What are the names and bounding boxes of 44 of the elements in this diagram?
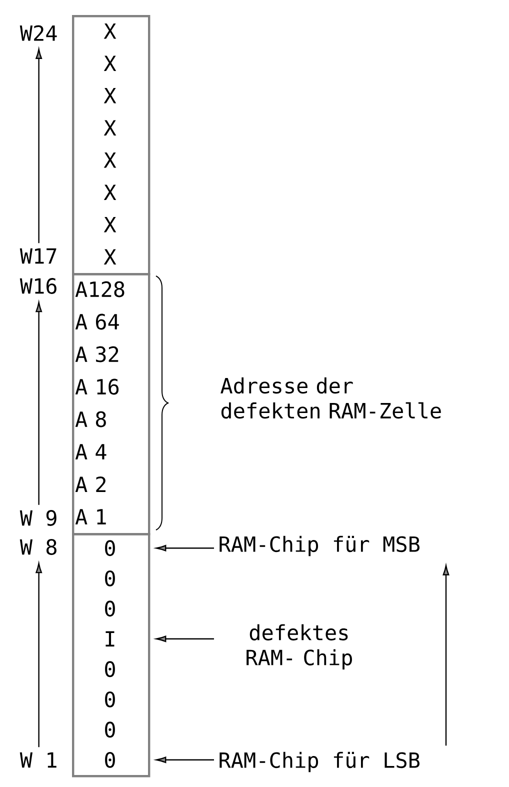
memory-section xyxy=(72,273,150,536)
cell-value: X xyxy=(104,184,116,200)
cell-value: A 32 xyxy=(75,346,118,362)
cell-value: 0 xyxy=(105,661,115,678)
text-label: W 8 xyxy=(20,539,56,555)
text-label: defektes RAM- Chip xyxy=(246,624,352,670)
cell-value: 0 xyxy=(105,752,115,768)
cell-value: 0 xyxy=(105,540,115,556)
cell-value: X xyxy=(104,56,116,72)
arrow xyxy=(156,756,214,764)
arrow xyxy=(36,302,42,505)
text-label: RAM-Chip für MSB xyxy=(220,536,420,556)
arrow xyxy=(156,636,214,642)
arrow xyxy=(442,565,450,746)
cell-value: 0 xyxy=(105,722,115,738)
cell-value: X xyxy=(104,120,116,136)
text-label: W 9 xyxy=(20,510,56,526)
text-label: W 1 xyxy=(20,752,56,768)
brace-label: Adresse der defekten RAM-Zelle xyxy=(220,377,441,419)
cell-value: 0 xyxy=(105,600,115,617)
text-label: W24 xyxy=(20,25,57,41)
arrow xyxy=(156,544,214,552)
cell-value: 0 xyxy=(105,570,115,586)
cell-value: X xyxy=(104,249,116,265)
cell-value: A 16 xyxy=(75,378,119,395)
cell-value: 0 xyxy=(105,691,115,708)
cell-value: A 2 xyxy=(75,476,106,492)
cell-value: I xyxy=(106,631,114,647)
cell-value: A128 xyxy=(75,281,124,298)
cell-value: X xyxy=(104,88,116,104)
cell-value: X xyxy=(104,23,116,39)
text-label: W17 xyxy=(20,248,56,264)
cell-value: A 4 xyxy=(75,444,106,460)
text-label: RAM-Chip für LSB xyxy=(220,752,420,772)
memory-section xyxy=(72,15,150,276)
text-label: W16 xyxy=(20,278,56,294)
cell-value: X xyxy=(104,152,116,168)
memory-section xyxy=(72,533,150,778)
cell-value: A 64 xyxy=(75,314,119,330)
cell-value: A 8 xyxy=(75,411,106,428)
arrow xyxy=(36,562,42,748)
cell-value: X xyxy=(104,216,116,232)
cell-value: A 1 xyxy=(75,509,106,524)
arrow xyxy=(36,48,42,244)
